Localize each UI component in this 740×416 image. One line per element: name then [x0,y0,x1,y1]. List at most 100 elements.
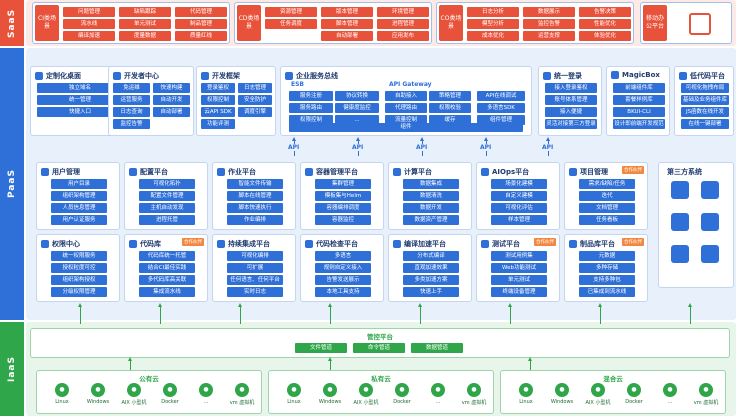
control-chip[interactable]: 文件管道 [295,343,347,353]
paas-chip[interactable]: 自动开发 [153,95,190,105]
paas-chip[interactable]: 账号体系管理 [545,95,597,105]
paas-chip[interactable]: 自定义建模 [491,191,547,201]
paas-chip[interactable]: 容器编排调度 [315,203,371,213]
paas-chip[interactable]: 快速上手 [403,287,459,297]
paas-chip[interactable]: 调度引擎 [238,107,272,117]
paas-chip[interactable]: 已集成到流水线 [579,287,635,297]
paas-chip[interactable]: 组织架构管理 [51,191,107,201]
paas-chip[interactable]: 授权粒度可控 [51,263,107,273]
saas-chip[interactable]: 体验优化 [579,31,631,41]
paas-chip[interactable]: 配置文件管理 [139,191,195,201]
paas-chip[interactable]: 任何语言、任何平台 [227,275,283,285]
paas-chip[interactable]: 设计即前端开发规范 [613,119,665,129]
saas-chip[interactable]: 告警决策 [579,7,631,17]
paas-chip[interactable]: 统一权限服务 [51,251,107,261]
esb-chip[interactable]: 服务路由 [289,103,333,113]
esb-chip[interactable]: 权限控制 [289,115,333,125]
saas-chip[interactable]: 度量数据 [119,31,171,41]
paas-chip[interactable]: 监控告警 [113,119,150,129]
paas-chip[interactable]: 权限控制 [201,95,235,105]
paas-chip[interactable]: 集成流水线 [139,287,195,297]
saas-chip[interactable]: 脚本管理 [321,19,373,29]
saas-chip[interactable]: 问题管理 [63,7,115,17]
esb-chip[interactable]: 服务注册 [289,91,333,101]
paas-chip[interactable]: 集群管理 [315,179,371,189]
paas-chip[interactable]: 多语言 [315,251,371,261]
paas-chip[interactable]: 场景化建模 [491,179,547,189]
saas-chip[interactable]: 质量红线 [175,31,227,41]
mail-icon[interactable] [701,213,719,231]
gateway-chip[interactable]: 策略管理 [429,91,471,101]
gateway-chip[interactable]: 自助接入 [385,91,427,101]
saas-chip[interactable]: 成本优化 [467,31,519,41]
paas-chip[interactable]: 前端组件库 [613,83,665,93]
esb-chip[interactable]: ... [335,115,379,125]
paas-chip[interactable]: 数据集成 [403,179,459,189]
paas-chip[interactable]: 可视化拓扑 [139,179,195,189]
paas-chip[interactable]: 样本管理 [491,215,547,225]
app-icon[interactable] [701,245,719,263]
saas-chip[interactable]: 监控告警 [523,19,575,29]
paas-chip[interactable]: 统一管理 [37,95,123,105]
api-chip[interactable]: 多语言SDK [477,103,525,113]
gateway-chip[interactable]: 代理路由 [385,103,427,113]
paas-chip[interactable]: 元数据 [579,251,635,261]
control-chip[interactable]: 数据管道 [411,343,463,353]
paas-chip[interactable]: 本地工具支持 [315,287,371,297]
saas-chip[interactable]: 单元测试 [119,19,171,29]
paas-chip[interactable]: 主机自动发现 [139,203,195,213]
saas-chip[interactable]: 运营支撑 [523,31,575,41]
paas-chip[interactable]: 多种存储 [579,263,635,273]
paas-chip[interactable]: 快捷入口 [37,107,123,117]
saas-chip[interactable]: 编译加速 [63,31,115,41]
paas-chip[interactable]: 登录鉴权 [201,83,235,93]
esb-chip[interactable]: 健康度监控 [335,103,379,113]
saas-chip[interactable]: 任务调度 [265,19,317,29]
wechat-icon[interactable] [671,181,689,199]
saas-chip[interactable]: 应用发布 [377,31,429,41]
paas-chip[interactable]: 作业编排 [227,215,283,225]
paas-chip[interactable]: Web功能测试 [491,263,547,273]
paas-chip[interactable]: 运营服务 [113,95,150,105]
saas-chip[interactable]: 自动部署 [321,31,373,41]
plus-icon[interactable] [701,181,719,199]
saas-chip[interactable]: 环境管理 [377,7,429,17]
paas-chip[interactable]: 分级权限管理 [51,287,107,297]
paas-chip[interactable]: 可扩展 [227,263,283,273]
paas-chip[interactable]: 可视化评估 [491,203,547,213]
paas-chip[interactable]: BKUI-CLI [613,107,665,117]
paas-chip[interactable]: 代码库统一托管 [139,251,195,261]
control-chip[interactable]: 命令管道 [353,343,405,353]
saas-chip[interactable]: 资源管理 [265,7,317,17]
paas-chip[interactable]: 用户认证服务 [51,215,107,225]
paas-chip[interactable]: 结合CI最佳实践 [139,263,195,273]
paas-chip[interactable]: 终端设备管理 [491,287,547,297]
paas-chip[interactable]: 任务看板 [579,215,635,225]
gateway-chip[interactable]: 权限校验 [429,103,471,113]
api-chip[interactable]: 组件管理 [477,115,525,125]
paas-chip[interactable]: 在线一键部署 [681,119,729,129]
paas-chip[interactable]: 接入便捷 [545,107,597,117]
paas-chip[interactable]: 套餐样例库 [613,95,665,105]
saas-chip[interactable]: 模型分析 [467,19,519,29]
paas-chip[interactable]: 告警发送展示 [315,275,371,285]
paas-chip[interactable]: 灵活对接第三方登录 [545,119,597,129]
saas-chip[interactable]: 进程管理 [377,19,429,29]
paas-chip[interactable]: 安全防护 [238,95,272,105]
paas-chip[interactable]: JS函数在线开发 [681,107,729,117]
phone-icon[interactable] [671,213,689,231]
paas-chip[interactable]: 数据清洗 [403,191,459,201]
paas-chip[interactable]: 数据资产管理 [403,215,459,225]
paas-chip[interactable]: 多类加速方案 [403,275,459,285]
saas-chip[interactable]: 数据展示 [523,7,575,17]
saas-chip[interactable]: 代码管理 [175,7,227,17]
paas-chip[interactable]: 云API SDK [201,107,235,117]
paas-chip[interactable]: 免运维 [113,83,150,93]
paas-chip[interactable]: 功能评测 [201,119,235,129]
saas-chip[interactable]: 性能优化 [579,19,631,29]
paas-chip[interactable]: 规则自定义接入 [315,263,371,273]
esb-chip[interactable]: 协议转换 [335,91,379,101]
gateway-chip[interactable]: 缓存 [429,115,471,125]
paas-chip[interactable]: 快速构建 [153,83,190,93]
paas-chip[interactable]: 智能文件传输 [227,179,283,189]
